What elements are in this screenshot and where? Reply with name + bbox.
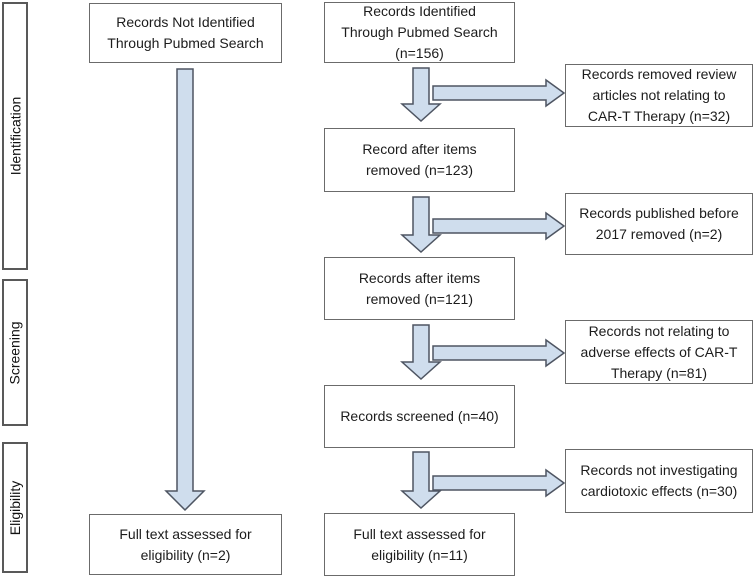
box-line: (n=156)	[395, 45, 444, 61]
arrow-down-identified-to-removed123	[400, 67, 442, 123]
stage-label-text: Screening	[7, 320, 24, 385]
flow-box-fulltext-eligibility-n2: Full text assessed for eligibility (n=2)	[89, 514, 282, 575]
stage-label-identification: Identification	[2, 2, 28, 270]
arrow-right-to-removed-review	[432, 78, 566, 108]
flow-box-fulltext-eligibility-n11: Full text assessed for eligibility (n=11…	[324, 513, 515, 576]
arrow-right-to-published-before	[432, 211, 566, 241]
flow-box-records-screened: Records screened (n=40)	[324, 385, 515, 448]
flow-box-not-relating-adverse-effects: Records not relating to adverse effects …	[565, 320, 753, 384]
box-line: Full text assessed for	[119, 525, 252, 542]
flow-box-records-after-items-removed-121: Records after items removed (n=121)	[324, 257, 515, 320]
flow-box-removed-review-articles: Records removed review articles not rela…	[565, 64, 753, 127]
arrow-down-left-column	[164, 68, 206, 512]
arrow-right-to-not-investigating	[432, 468, 566, 498]
flow-box-published-before-2017: Records published before 2017 removed (n…	[565, 193, 753, 255]
box-line: eligibility (n=2)	[140, 546, 231, 563]
stage-label-text: Eligibility	[7, 480, 23, 535]
stage-label-screening: Screening	[2, 279, 28, 426]
flow-box-records-identified: Records Identified Through Pubmed Search…	[324, 2, 515, 63]
box-line: cardiotoxic effects (n=30)	[580, 483, 738, 499]
flow-box-not-investigating-cardiotoxic: Records not investigating cardiotoxic ef…	[565, 449, 753, 513]
box-line: Records published before	[579, 205, 739, 221]
box-line: removed (n=123)	[365, 162, 473, 178]
box-line: CAR-T Therapy (n=32)	[587, 108, 731, 124]
box-line: 2017 removed (n=2)	[595, 226, 723, 242]
arrow-down-removed121-to-screened	[400, 324, 442, 381]
stage-label-text: Identification	[7, 96, 24, 176]
box-line: removed (n=121)	[365, 290, 473, 307]
box-line: articles not relating to	[592, 87, 726, 103]
box-line: Records removed review	[581, 66, 737, 82]
box-line: Record after items	[362, 141, 477, 157]
arrow-right-to-not-relating	[432, 338, 566, 368]
arrow-down-screened-to-fulltext	[400, 451, 442, 510]
box-line: eligibility (n=11)	[371, 546, 468, 563]
flow-box-records-not-identified: Records Not Identified Through Pubmed Se…	[89, 3, 282, 63]
box-line: Records not relating to	[588, 322, 730, 339]
box-line: Records Identified	[363, 3, 476, 19]
box-line: Full text assessed for	[353, 525, 486, 542]
box-line: adverse effects of CAR-T	[580, 343, 738, 360]
flow-box-record-after-items-removed-123: Record after items removed (n=123)	[324, 128, 515, 192]
box-line: Records Not Identified	[116, 14, 255, 30]
box-line: Through Pubmed Search	[341, 24, 498, 40]
box-line: Records screened (n=40)	[340, 408, 499, 424]
box-line: Records not investigating	[580, 462, 738, 478]
arrow-down-removed123-to-removed121	[400, 196, 442, 254]
box-line: Records after items	[358, 269, 481, 286]
box-line: Therapy (n=81)	[610, 364, 708, 381]
stage-label-eligibility: Eligibility	[2, 442, 28, 573]
box-line: Through Pubmed Search	[107, 35, 264, 51]
